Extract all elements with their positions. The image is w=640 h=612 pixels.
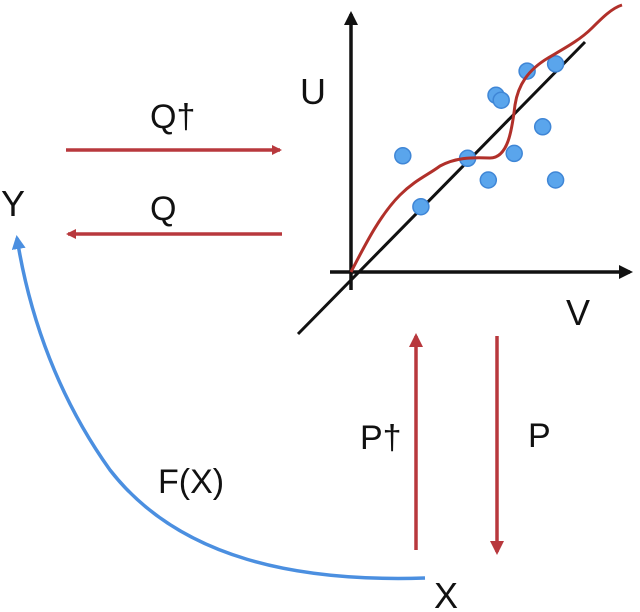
scatter-points <box>394 55 565 216</box>
scatter-point <box>479 171 498 189</box>
x-node-label: X <box>434 575 458 612</box>
scatter-point <box>546 55 565 73</box>
scatter-point <box>505 144 523 163</box>
q-dagger-label: Q† <box>150 98 195 136</box>
identity-line <box>296 40 587 336</box>
fx-label: F(X) <box>158 463 224 501</box>
q-label: Q <box>150 190 176 228</box>
p-label: P <box>528 417 551 455</box>
scatter-point <box>518 62 536 80</box>
scatter-point <box>546 171 565 189</box>
v-axis-label: V <box>566 292 590 333</box>
scatter-point <box>394 147 412 165</box>
fitted-curve <box>349 3 623 273</box>
scatter-point <box>492 91 510 109</box>
fx-curve-arrow <box>11 235 426 581</box>
scatter-point <box>412 197 430 216</box>
scatter-point <box>533 118 552 136</box>
y-node-label: Y <box>1 183 25 224</box>
u-axis-label: U <box>300 71 326 112</box>
p-dagger-label: P† <box>360 419 402 457</box>
